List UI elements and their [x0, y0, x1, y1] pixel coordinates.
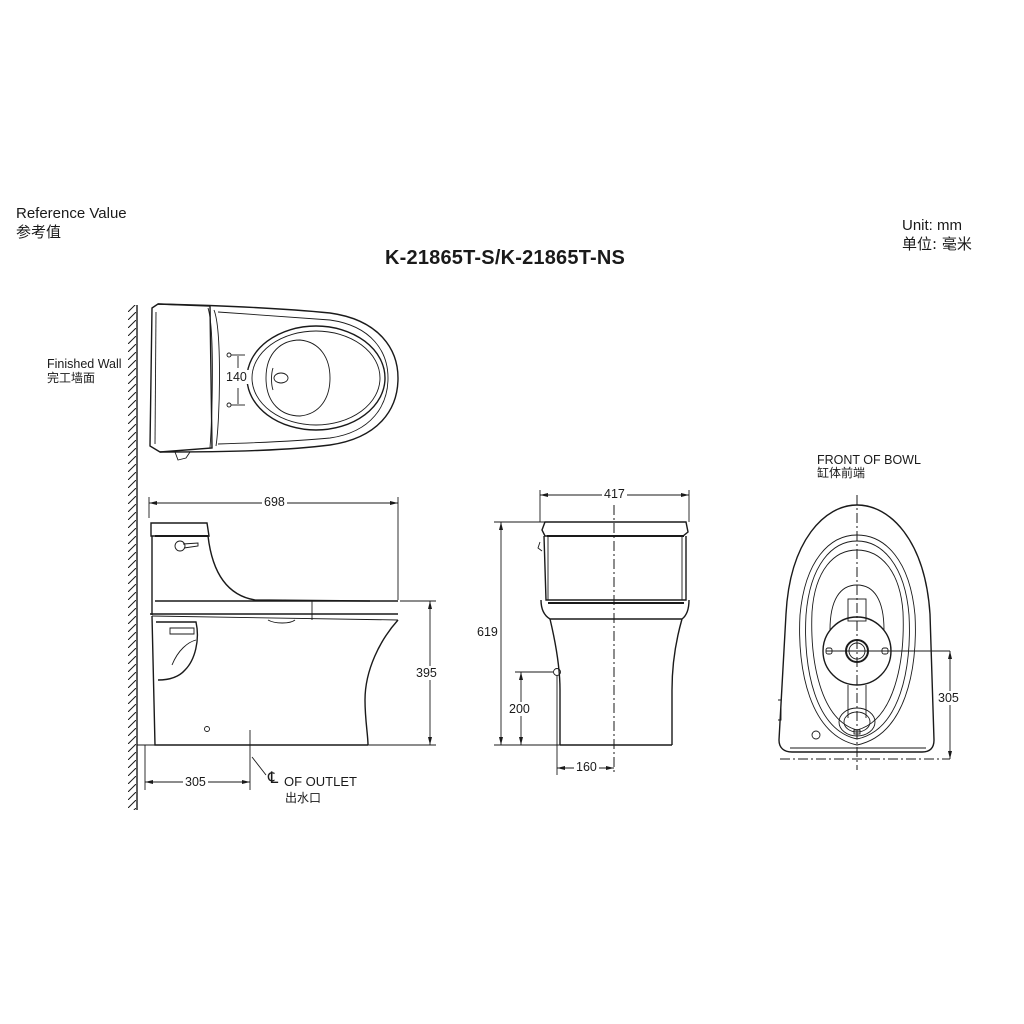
dim-supply-height: 200: [507, 702, 532, 716]
dim-overall-height: 619: [475, 625, 500, 639]
unit-label-zh: 单位: 毫米: [902, 235, 972, 253]
top-view-drawing: [149, 303, 399, 461]
bottom-view-dimensions: [948, 651, 952, 759]
dim-supply-offset: 160: [574, 760, 599, 774]
dim-seat-bolt-spacing: 140: [224, 370, 249, 384]
finished-wall-label: Finished Wall: [47, 357, 122, 371]
dim-overall-length: 698: [262, 495, 287, 509]
dim-outlet-distance: 305: [936, 691, 961, 705]
unit-label: Unit: mm: [902, 217, 962, 234]
finished-wall-label-zh: 完工墙面: [47, 371, 96, 385]
reference-value-label: Reference Value: [16, 205, 127, 222]
bottom-view-drawing: [778, 495, 950, 770]
dim-rim-height: 395: [414, 666, 439, 680]
dim-rough-in: 305: [183, 775, 208, 789]
reference-value-label-zh: 参考值: [16, 223, 62, 241]
centerline-symbol: ℄: [268, 770, 279, 787]
finished-wall: [128, 305, 138, 810]
outlet-label: OF OUTLET: [284, 774, 357, 789]
front-of-bowl-label: FRONT OF BOWL: [817, 453, 921, 467]
model-title: K-21865T-S/K-21865T-NS: [385, 247, 626, 269]
front-view-drawing: [537, 505, 690, 775]
front-of-bowl-label-zh: 缸体前端: [817, 466, 866, 480]
dim-overall-width: 417: [602, 487, 627, 501]
side-view-drawing: [137, 522, 430, 790]
outlet-label-zh: 出水口: [285, 791, 322, 805]
front-view-dimensions: [494, 490, 690, 775]
